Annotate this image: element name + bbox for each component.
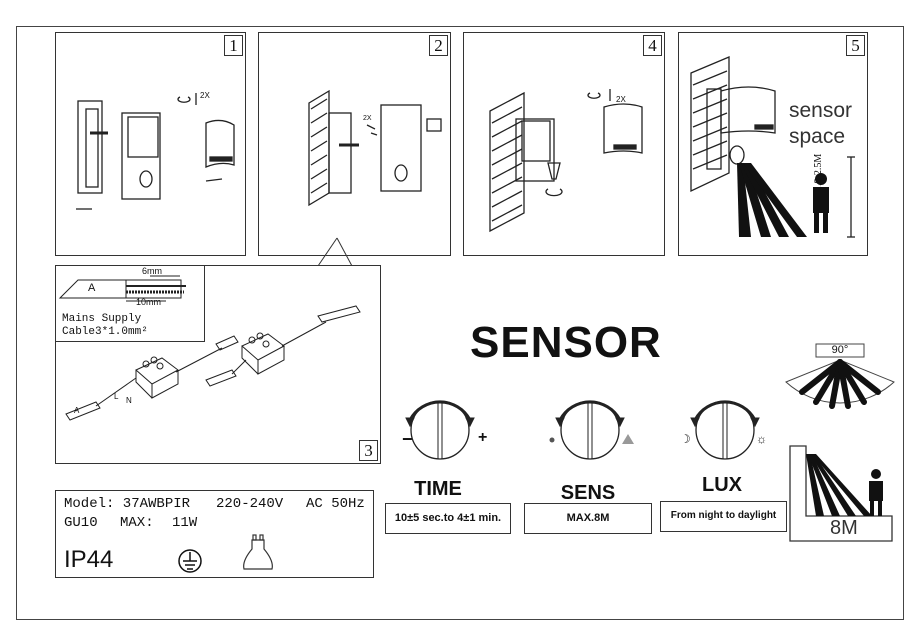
sens-dial bbox=[549, 400, 634, 460]
detection-angle-diagram bbox=[785, 343, 895, 409]
repeat-note: 2X bbox=[616, 95, 626, 104]
lux-dial bbox=[690, 400, 760, 460]
step-1-illustration bbox=[76, 93, 235, 210]
step-2-panel: 2 2X bbox=[258, 32, 451, 256]
wire-letter: A bbox=[74, 406, 80, 415]
step-number: 2 bbox=[429, 35, 448, 56]
strip-length-long: 10mm bbox=[136, 297, 162, 307]
cable-spec-label: Cable3*1.0mm² bbox=[62, 326, 148, 338]
lamp-base: GU10 bbox=[64, 515, 98, 531]
step-number: 1 bbox=[224, 35, 243, 56]
frequency-rating: AC 50Hz bbox=[306, 496, 365, 512]
sens-range-box: MAX.8M bbox=[524, 503, 652, 534]
sens-label: SENS bbox=[560, 482, 616, 504]
time-dial bbox=[405, 400, 475, 460]
detection-range-diagram bbox=[789, 445, 893, 542]
step-4-panel: 4 2X bbox=[463, 32, 665, 256]
lux-range-box: From night to daylight bbox=[660, 501, 787, 532]
step-number: 5 bbox=[846, 35, 865, 56]
cable-strip-inset: 6mm 10mm A Mains Supply Cable3*1.0mm² bbox=[56, 266, 205, 342]
step-5-panel: 5 sensor space 1.8-2.5M bbox=[678, 32, 868, 256]
step-number: 4 bbox=[643, 35, 662, 56]
gu10-bulb-icon bbox=[243, 534, 273, 570]
detection-beams bbox=[737, 163, 807, 237]
time-label: TIME bbox=[414, 478, 462, 500]
repeat-note: 2X bbox=[200, 91, 210, 100]
wire-letter: L bbox=[114, 392, 119, 401]
detection-angle: 90° bbox=[831, 344, 849, 356]
sensor-title: SENSOR bbox=[470, 318, 662, 367]
step-number: 3 bbox=[359, 440, 378, 461]
step-3-panel: 3 6mm 10mm A Mains Supply Cable3*1.0mm² … bbox=[55, 265, 381, 464]
step-1-panel: 1 2X bbox=[55, 32, 246, 256]
max-wattage: 11W bbox=[172, 515, 198, 531]
sheet-frame bbox=[16, 26, 904, 620]
dials bbox=[405, 400, 760, 460]
voltage-rating: 220-240V bbox=[216, 496, 284, 512]
person-icon bbox=[813, 173, 829, 233]
lux-day-icon: ☼ bbox=[756, 432, 767, 446]
detection-range: 8M bbox=[830, 517, 858, 539]
step-2-illustration bbox=[308, 89, 442, 207]
sensor-space-illustration bbox=[690, 56, 855, 238]
repeat-note: 2X bbox=[363, 115, 372, 122]
strip-length-short: 6mm bbox=[142, 266, 162, 276]
earth-ground-icon bbox=[178, 549, 202, 573]
wire-letter: N bbox=[126, 396, 132, 405]
lux-night-icon: ☽ bbox=[680, 432, 691, 446]
time-max-symbol: + bbox=[478, 429, 488, 446]
sensor-label: sensor bbox=[789, 99, 853, 122]
step-4-illustration bbox=[489, 89, 643, 233]
mains-supply-label: Mains Supply bbox=[62, 313, 142, 325]
model-number: Model: 37AWBPIR bbox=[64, 496, 191, 512]
wiring-illustration bbox=[65, 305, 361, 421]
max-label: MAX: bbox=[120, 515, 154, 531]
cable-label-a: A bbox=[88, 282, 96, 294]
time-min-symbol: − bbox=[402, 429, 413, 449]
space-label: space bbox=[789, 125, 846, 148]
time-range-box: 10±5 sec.to 4±1 min. bbox=[385, 503, 511, 534]
specifications-box: Model: 37AWBPIR 220-240V AC 50Hz GU10 MA… bbox=[55, 490, 374, 578]
lux-label: LUX bbox=[702, 474, 742, 496]
ip-rating: IP44 bbox=[64, 546, 114, 573]
